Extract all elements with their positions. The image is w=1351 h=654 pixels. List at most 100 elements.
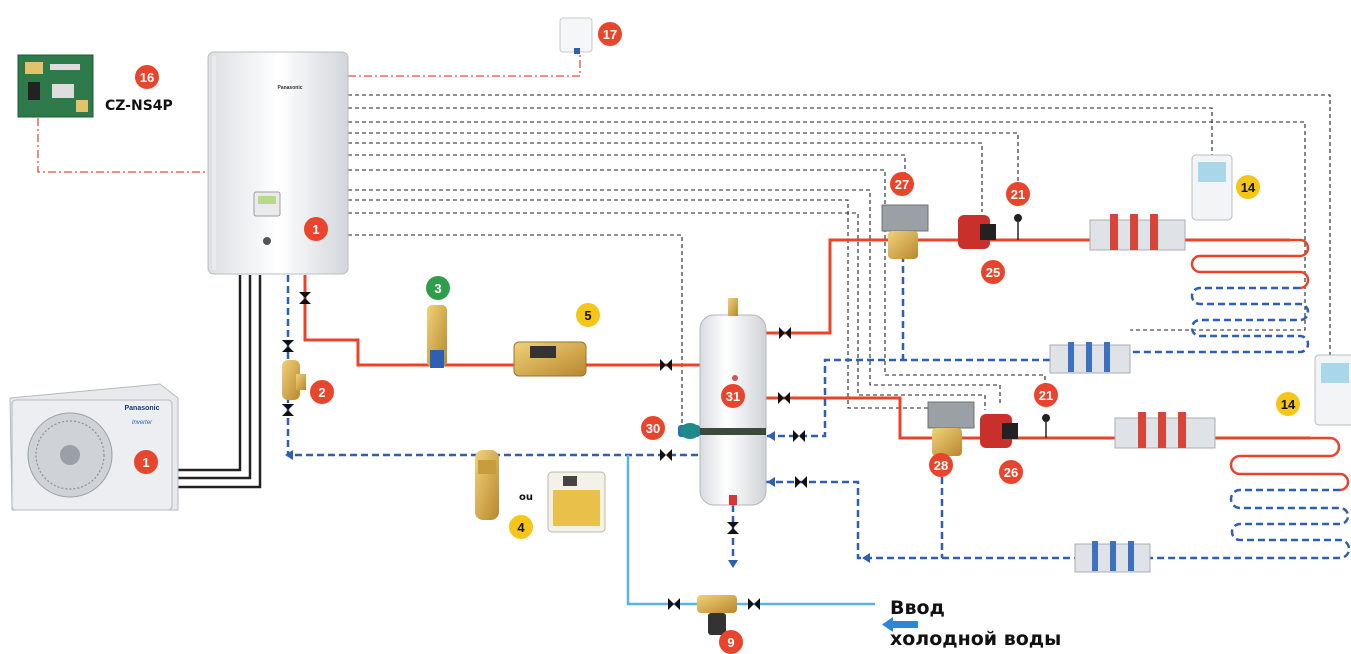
circulation-pump-25: [958, 215, 996, 249]
power-lines: [37, 52, 581, 173]
booster-heater: [678, 423, 700, 439]
badge-3: 3: [426, 276, 450, 300]
valve-icon[interactable]: [795, 476, 807, 488]
mixing-valve-28: [927, 401, 975, 456]
signal-line-10: [348, 234, 683, 430]
power-line-tank-heater: [348, 52, 581, 77]
valve-icon[interactable]: [299, 292, 311, 304]
manifold-zone2-supply: [1114, 412, 1216, 449]
filter-component-5: [513, 341, 587, 377]
badge-21-top: 21: [1006, 182, 1030, 206]
badge-30: 30: [641, 416, 665, 440]
badge-1-indoor: 1: [304, 217, 328, 241]
underfloor-loop-zone2: [1150, 436, 1351, 560]
tank-inlet-arrow-bottom-icon: [767, 477, 775, 487]
manifold-zone1-supply: [1089, 214, 1186, 251]
hot-pipe-main: [303, 275, 700, 367]
mix-arrow-zone2-icon: [862, 553, 870, 563]
badge-14-top: 14: [1236, 175, 1260, 199]
pressure-reducer-9: [697, 595, 737, 635]
badge-9: 9: [719, 630, 743, 654]
valve-icon[interactable]: [282, 404, 294, 416]
badge-2: 2: [310, 380, 334, 404]
svg-text:30: 30: [646, 421, 660, 436]
svg-text:4: 4: [517, 520, 525, 535]
manifold-zone2-return: [1074, 541, 1151, 573]
valve-icon[interactable]: [793, 430, 805, 442]
badge-5: 5: [576, 303, 600, 327]
svg-text:16: 16: [140, 70, 154, 85]
svg-text:5: 5: [584, 308, 591, 323]
filter-alternative-label: ou: [519, 492, 533, 503]
valve-icon[interactable]: [660, 359, 672, 371]
signal-line-3: [348, 121, 1306, 331]
indoor-power-knob[interactable]: [263, 237, 271, 245]
svg-text:1: 1: [312, 222, 319, 237]
valve-icon[interactable]: [778, 392, 790, 404]
return-pipe-zone2: [765, 480, 1075, 560]
svg-text:26: 26: [1004, 465, 1018, 480]
svg-text:1: 1: [142, 455, 149, 470]
svg-text:27: 27: [895, 177, 909, 192]
circulation-pump-26: [980, 414, 1018, 448]
badge-28: 28: [929, 453, 953, 477]
signal-line-7: [348, 169, 1046, 385]
signal-lines: [348, 94, 1331, 430]
signal-line-9: [348, 212, 986, 410]
cold-water-inlet-arrow-icon: [882, 617, 918, 632]
signal-line-4: [348, 132, 1019, 182]
cold-water-pipe: [626, 455, 875, 606]
badge-21-bottom: 21: [1034, 383, 1058, 407]
valve-icon[interactable]: [748, 598, 760, 610]
underfloor-loop-zone1: [1130, 238, 1310, 354]
outdoor-brand: Panasonic: [124, 405, 159, 412]
valve-icon[interactable]: [727, 522, 739, 534]
signal-line-8: [348, 189, 1001, 405]
room-thermostat-top: [1191, 154, 1233, 221]
badge-31: 31: [721, 384, 745, 408]
signal-line-5: [348, 142, 983, 212]
badge-17: 17: [598, 22, 622, 46]
indoor-brand: Panasonic: [277, 85, 302, 91]
svg-text:31: 31: [726, 389, 740, 404]
badge-1-outdoor: 1: [134, 450, 158, 474]
cold-water-label-line1: Ввод: [890, 597, 945, 619]
pump-component-3: [427, 305, 447, 368]
inhibitor-container-4: [547, 471, 606, 533]
sensor-21-top: [1014, 214, 1022, 240]
y-strainer-2: [282, 360, 306, 400]
hot-pipes: [303, 238, 1310, 440]
outdoor-unit: Panasonic Inverter: [9, 383, 179, 511]
valve-icon[interactable]: [779, 327, 791, 339]
badge-16: 16: [135, 65, 159, 89]
valve-icon[interactable]: [660, 449, 672, 461]
sensor-21-bottom: [1042, 414, 1050, 438]
badge-25: 25: [981, 260, 1005, 284]
return-arrow-icon: [285, 450, 293, 460]
signal-line-1: [348, 94, 1331, 355]
outdoor-unit-wiring: [172, 275, 262, 489]
svg-text:25: 25: [986, 265, 1000, 280]
magnetic-filter-4: [475, 450, 499, 520]
mixing-valve-27: [881, 204, 929, 259]
svg-text:21: 21: [1011, 187, 1025, 202]
svg-text:2: 2: [318, 385, 325, 400]
svg-text:17: 17: [603, 27, 617, 42]
controller-model-label: CZ-NS4P: [105, 98, 173, 114]
power-line-controller: [37, 118, 208, 173]
valve-icon[interactable]: [282, 340, 294, 352]
outdoor-series: Inverter: [132, 420, 153, 426]
hot-water-tank: [699, 298, 767, 506]
hot-pipe-zone1: [765, 238, 1090, 335]
badge-4: 4: [509, 515, 533, 539]
svg-text:9: 9: [727, 635, 734, 650]
signal-line-6: [348, 154, 906, 178]
drain-arrow-icon: [728, 560, 738, 568]
signal-line-2: [348, 107, 1213, 165]
valve-icon[interactable]: [668, 598, 680, 610]
controller-board: [17, 54, 94, 118]
badge-14-bottom: 14: [1276, 392, 1300, 416]
manifold-zone1-return: [1049, 342, 1131, 374]
tank-inlet-arrow-top-icon: [767, 431, 775, 441]
